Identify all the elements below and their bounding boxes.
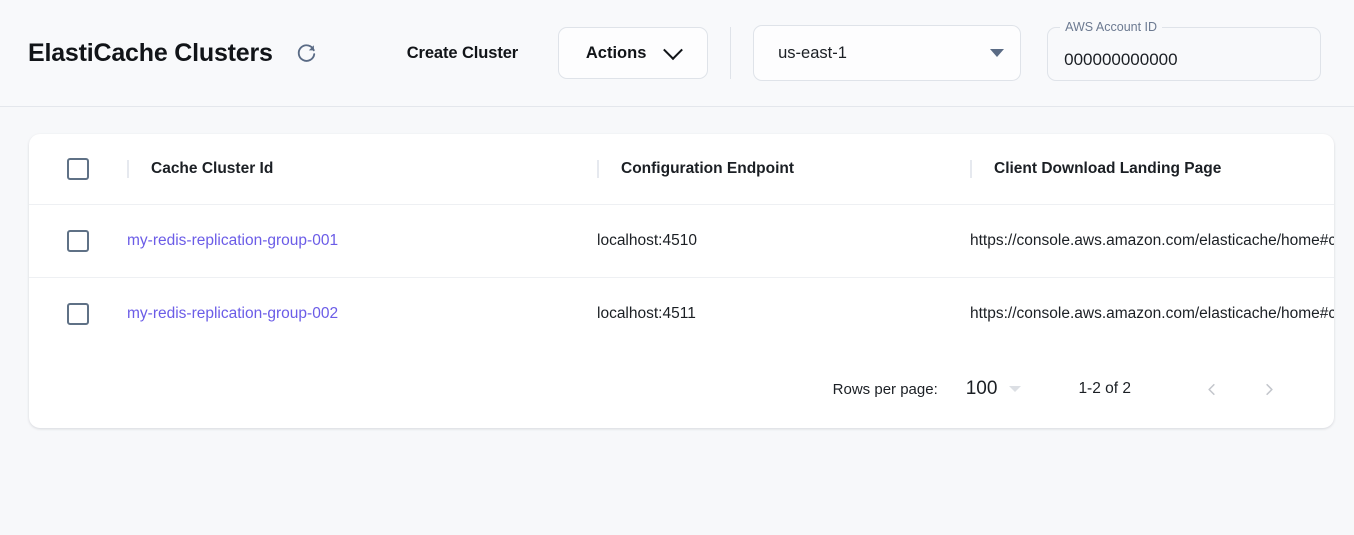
column-separator — [970, 159, 972, 178]
caret-down-icon — [990, 49, 1005, 57]
table-row[interactable]: my-redis-replication-group-001 localhost… — [29, 203, 1334, 277]
table-body: my-redis-replication-group-001 localhost… — [29, 203, 1334, 350]
cell-configuration-endpoint: localhost:4510 — [597, 203, 970, 277]
chevron-down-icon — [663, 40, 684, 61]
column-header-cache-cluster-id[interactable]: Cache Cluster Id — [127, 134, 597, 204]
refresh-button[interactable] — [289, 36, 323, 70]
column-header-configuration-endpoint[interactable]: Configuration Endpoint — [597, 134, 970, 204]
clusters-card: Cache Cluster Id Configuration Endpoint … — [29, 134, 1334, 428]
actions-button[interactable]: Actions — [558, 27, 709, 79]
row-select-cell — [29, 203, 127, 277]
table-header-row: Cache Cluster Id Configuration Endpoint … — [29, 134, 1334, 204]
column-header-client-download-landing-page[interactable]: Client Download Landing Page — [970, 134, 1334, 204]
rows-per-page-select[interactable]: 100 — [966, 378, 1022, 400]
cluster-id-link[interactable]: my-redis-replication-group-001 — [127, 231, 339, 249]
table-header: Cache Cluster Id Configuration Endpoint … — [29, 134, 1334, 204]
pagination-range-label: 1-2 of 2 — [1078, 380, 1131, 397]
refresh-icon — [295, 42, 317, 64]
column-header-label: Configuration Endpoint — [621, 159, 795, 177]
rows-per-page-value: 100 — [965, 378, 998, 399]
column-separator — [127, 159, 129, 178]
cell-client-download-landing-page: https://console.aws.amazon.com/elasticac… — [970, 276, 1334, 350]
next-page-button[interactable] — [1248, 368, 1290, 410]
row-select-cell — [29, 276, 127, 350]
cell-cache-cluster-id: my-redis-replication-group-002 — [127, 276, 597, 350]
aws-account-id-field[interactable]: AWS Account ID — [1047, 20, 1322, 81]
cell-client-download-landing-page: https://console.aws.amazon.com/elasticac… — [970, 203, 1334, 277]
main-content: Cache Cluster Id Configuration Endpoint … — [0, 107, 1354, 535]
chevron-left-icon — [1202, 380, 1221, 399]
table-pagination: Rows per page: 100 1-2 of 2 — [29, 350, 1334, 428]
region-select-value: us-east-1 — [778, 43, 847, 62]
row-checkbox[interactable] — [67, 229, 89, 252]
row-checkbox[interactable] — [67, 302, 89, 325]
previous-page-button[interactable] — [1190, 368, 1232, 410]
region-select[interactable]: us-east-1 — [753, 25, 1022, 81]
table-row[interactable]: my-redis-replication-group-002 localhost… — [29, 276, 1334, 350]
caret-down-icon — [1009, 386, 1022, 392]
column-header-label: Cache Cluster Id — [151, 159, 274, 177]
cell-configuration-endpoint: localhost:4511 — [597, 276, 970, 350]
select-all-header — [29, 134, 127, 204]
column-header-label: Client Download Landing Page — [994, 159, 1222, 177]
actions-button-label: Actions — [585, 43, 647, 62]
rows-per-page-label: Rows per page: — [832, 380, 938, 398]
chevron-right-icon — [1260, 380, 1279, 399]
app-header: ElastiCache Clusters Create Cluster Acti… — [0, 0, 1354, 107]
create-cluster-button[interactable]: Create Cluster — [401, 36, 524, 71]
header-divider — [730, 27, 732, 79]
aws-account-id-input[interactable] — [1047, 25, 1322, 81]
select-all-checkbox[interactable] — [67, 157, 89, 180]
cell-cache-cluster-id: my-redis-replication-group-001 — [127, 203, 597, 277]
page-title: ElastiCache Clusters — [28, 38, 273, 67]
cluster-id-link[interactable]: my-redis-replication-group-002 — [127, 304, 339, 322]
column-separator — [597, 159, 599, 178]
clusters-table: Cache Cluster Id Configuration Endpoint … — [29, 134, 1334, 350]
